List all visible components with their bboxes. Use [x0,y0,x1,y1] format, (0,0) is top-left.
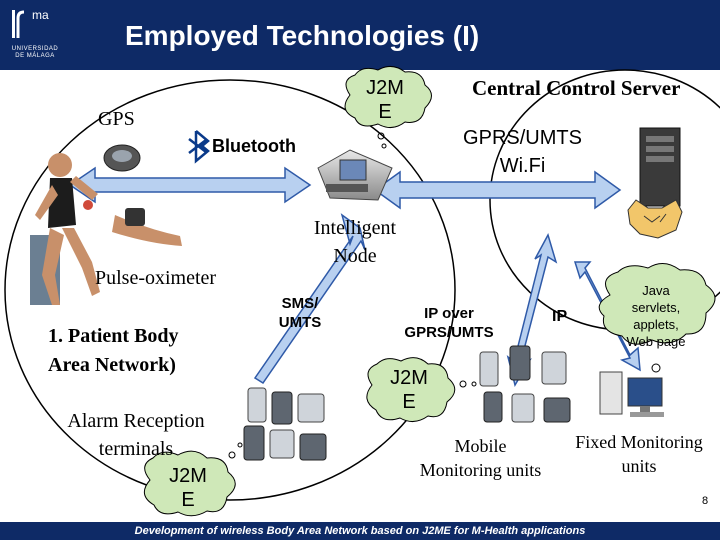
sms-umts-line-1: SMS/ [281,295,319,312]
mobile-monitoring-line-1: Mobile [454,436,507,456]
bluetooth-link-arrow [68,166,312,204]
j2me-middle-text: J2M E [374,366,444,414]
intelligent-node-phone-icon [317,149,393,201]
tomcat-logo-icon [627,199,683,239]
intelligent-node-line-2: Node [333,245,377,267]
mobile-monitoring-label: Mobile Monitoring units [408,434,553,482]
patient-network-line-2: Area Network) [48,354,176,376]
patient-network-label: 1. Patient Body Area Network) [48,322,179,380]
pulse-oximeter-icon [112,208,182,246]
intelligent-node-label: Intelligent Node [300,214,410,270]
bluetooth-logo-icon [188,130,210,164]
gprs-wifi-line-1: GPRS/UMTS [463,127,582,149]
logo-mark: ma [32,8,49,22]
page-title: Employed Technologies (I) [125,20,480,51]
alarm-reception-line-1: Alarm Reception [67,410,205,432]
alarm-terminal-phones [243,387,327,461]
page-number: 8 [702,495,709,507]
mobile-monitoring-phones [479,345,571,423]
logo-line-2: DE MÁLAGA [15,53,55,59]
gprs-wifi-line-2: Wi.Fi [499,155,546,177]
java-line-4: Web page [626,334,686,349]
java-cloud [598,263,716,385]
j2me-top-text: J2M E [352,76,418,124]
j2me-middle-line-2: E [402,391,416,413]
pulse-oximeter-label: Pulse-oximeter [95,267,217,289]
gprs-wifi-label: GPRS/UMTS Wi.Fi [450,124,595,180]
logo-line-1: UNIVERSIDAD [11,46,59,52]
ip-over-gprs-label: IP over GPRS/UMTS [393,304,505,342]
java-line-1: Java [642,283,670,298]
fixed-monitoring-computers [599,371,664,417]
alarm-reception-label: Alarm Reception terminals [52,407,220,463]
gps-device-icon [103,144,141,172]
logo-text: UNIVERSIDAD DE MÁLAGA [4,46,66,60]
fixed-monitoring-line-2: units [621,456,657,476]
footer-bar: Development of wireless Body Area Networ… [0,522,720,540]
j2me-top-line-1: J2M [366,77,404,99]
sms-umts-line-2: UMTS [278,314,322,331]
patient-network-ellipse [4,79,456,501]
java-line-2: servlets, [631,300,681,315]
j2me-cloud-middle [366,357,477,422]
intelligent-node-line-1: Intelligent [313,217,397,239]
ip-over-gprs-line-2: GPRS/UMTS [404,324,494,341]
central-server-label: Central Control Server [472,76,681,100]
fixed-monitoring-line-1: Fixed Monitoring [575,432,703,452]
sms-umts-link-arrow [253,213,366,385]
j2me-cloud-top [344,66,432,149]
server-tower-icon [639,127,681,207]
bluetooth-wordmark: Bluetooth [212,136,296,156]
gps-label: GPS [98,108,135,130]
j2me-bottom-text: J2M E [152,464,224,512]
ip-label: IP [552,308,568,325]
j2me-top-line-2: E [378,101,392,123]
mobile-monitoring-line-2: Monitoring units [419,460,542,480]
header-bar: ma UNIVERSIDAD DE MÁLAGA Employed Techno… [0,0,720,70]
j2me-cloud-bottom [143,442,243,517]
sms-umts-label: SMS/ UMTS [270,294,330,332]
alarm-reception-line-2: terminals [98,438,174,460]
gprs-wifi-link-arrow [373,170,622,210]
patient-network-line-1: 1. Patient Body [48,325,179,347]
java-line-3: applets, [633,317,679,332]
fixed-monitoring-label: Fixed Monitoring units [565,430,713,478]
java-cloud-text: Java servlets, applets, Web page [608,282,704,350]
ip-over-gprs-line-1: IP over [424,305,474,322]
ip-link-arrow [573,261,641,372]
j2me-middle-line-1: J2M [390,367,428,389]
j2me-bottom-line-2: E [181,489,195,511]
j2me-bottom-line-1: J2M [169,465,207,487]
patient-runner-icon [30,153,100,305]
university-logo-icon [12,10,25,38]
